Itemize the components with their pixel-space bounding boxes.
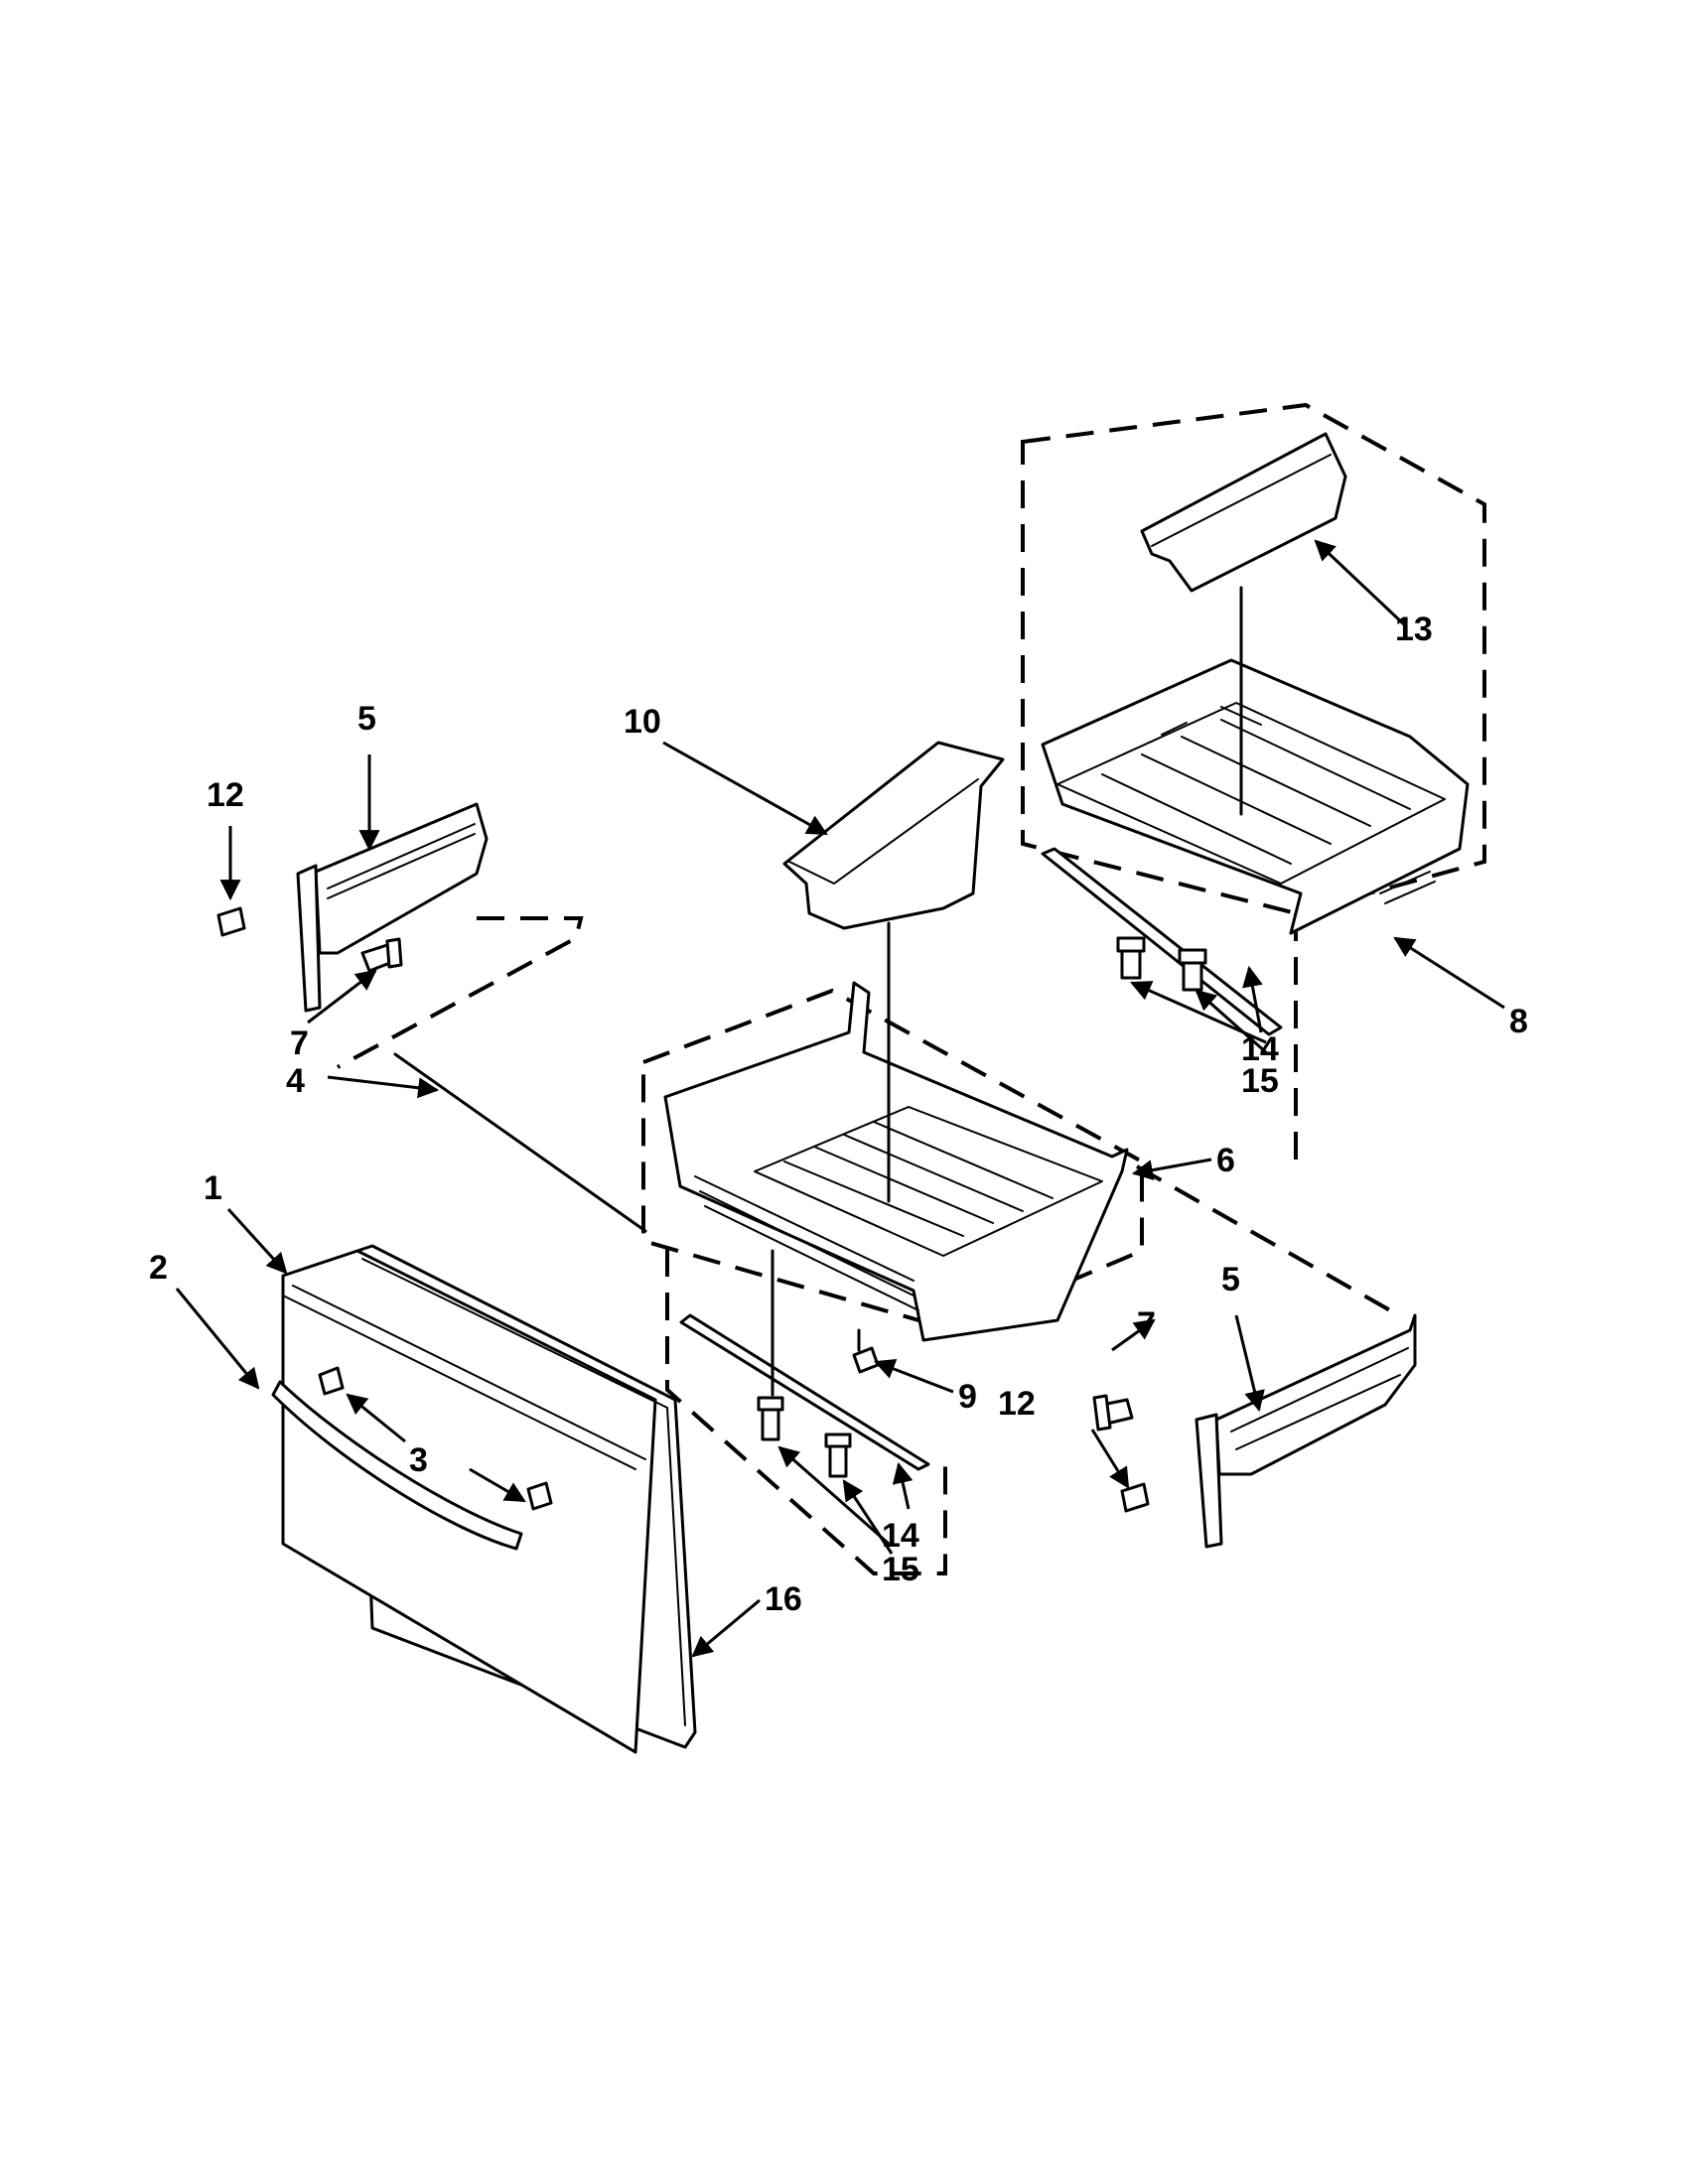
lower-screws	[757, 1396, 852, 1478]
assembly-connector-lines	[771, 586, 1243, 1397]
callout-10: 10	[624, 703, 661, 741]
callout-6: 6	[1216, 1142, 1235, 1179]
upper-drawer-dashed-outline	[1021, 402, 1486, 916]
callout-7-left: 7	[290, 1024, 309, 1062]
callout-15-upper: 15	[1241, 1062, 1279, 1100]
lower-slide-strip	[679, 1313, 930, 1471]
callout-12-right: 12	[998, 1385, 1036, 1423]
lower-freezer-basket	[663, 981, 1129, 1342]
lower-small-bin	[782, 741, 1005, 930]
leader-arrows	[175, 539, 1505, 1658]
callout-5-right: 5	[1221, 1261, 1240, 1298]
callout-2: 2	[149, 1249, 168, 1287]
callout-15-lower: 15	[882, 1551, 919, 1588]
callout-1: 1	[204, 1169, 222, 1207]
left-slide-wire	[393, 1052, 647, 1233]
slide-rail-dashed-guides	[337, 913, 1391, 1312]
door-gasket	[361, 1258, 686, 1726]
callout-12-left: 12	[207, 776, 244, 814]
drawer-clip	[852, 1346, 880, 1374]
callout-4: 4	[286, 1062, 305, 1100]
callout-13: 13	[1395, 611, 1433, 648]
drawer-handle	[271, 1380, 523, 1551]
right-slide-rail	[1195, 1313, 1417, 1549]
callout-5-left: 5	[357, 700, 376, 738]
callout-7-right: 7	[1137, 1305, 1156, 1343]
left-rail-stop	[216, 906, 246, 937]
lower-drawer-dashed-outline	[641, 988, 1144, 1575]
right-rail-stop	[1120, 1482, 1150, 1513]
callout-14-upper: 14	[1241, 1030, 1279, 1068]
left-rail-screw	[360, 937, 403, 973]
upper-slide-strip	[1041, 847, 1283, 1036]
callout-9: 9	[958, 1378, 977, 1416]
handle-screws	[318, 1366, 553, 1511]
right-rail-screw	[1092, 1394, 1134, 1432]
upper-freezer-basket	[1041, 658, 1470, 935]
callout-3: 3	[409, 1441, 428, 1479]
drawer-front-panel	[281, 1244, 697, 1754]
left-slide-rail	[296, 802, 489, 1013]
upper-small-bin	[1140, 432, 1347, 593]
callout-14-lower: 14	[882, 1517, 919, 1555]
callout-16: 16	[765, 1580, 802, 1618]
callout-8: 8	[1509, 1003, 1528, 1040]
